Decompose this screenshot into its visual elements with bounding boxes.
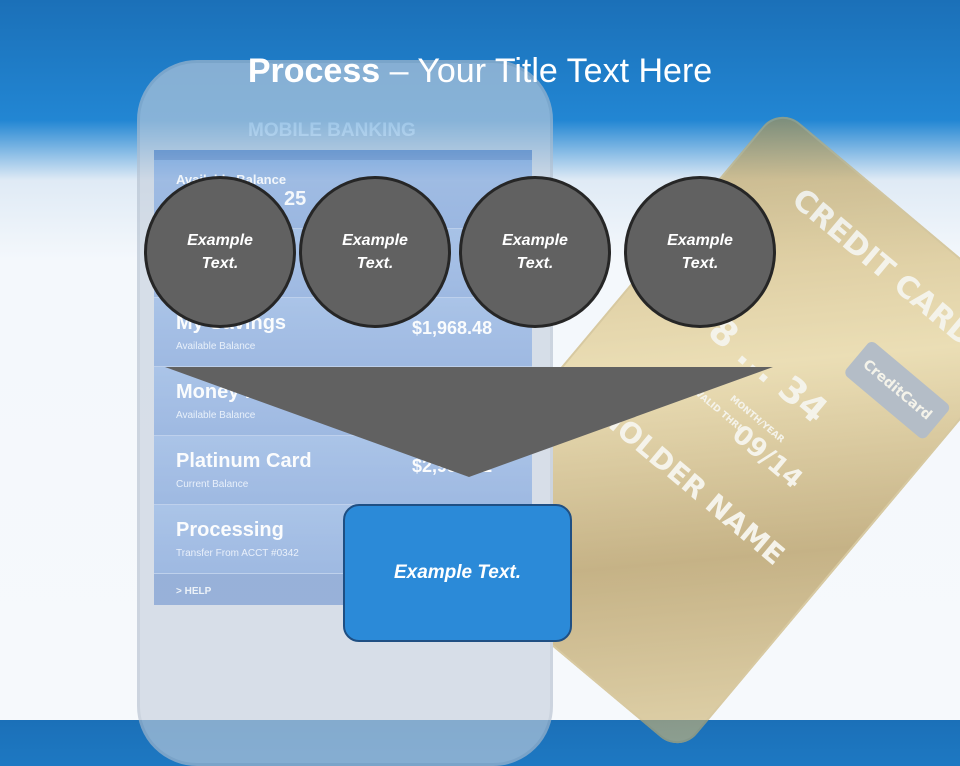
step-text-line1: Example [187,232,253,249]
account-row-amount: 25 [284,188,307,210]
result-box-text: Example Text. [393,562,522,583]
step-circle-text: Example Text. [320,229,430,275]
card-brand: CREDIT CARD [785,181,960,354]
account-row-subtitle: Available Balance [176,341,256,352]
help-link: > HELP [176,586,212,597]
app-header: MOBILE BANKING [248,120,416,141]
step-circle-2: Example Text. [299,176,451,328]
account-row-title: Processing [176,519,284,541]
step-circle-4: Example Text. [624,176,776,328]
funnel-arrow [165,367,773,477]
slide-title-rest: – Your Title Text Here [380,52,713,90]
step-circle-text: Example Text. [645,229,755,275]
step-text-line2: Text. [516,255,554,272]
account-row-subtitle: Available Balance [176,410,256,421]
step-text-line1: Example [667,232,733,249]
step-circle-1: Example Text. [144,176,296,328]
slide-title: Process – Your Title Text Here [0,52,960,91]
step-circle-text: Example Text. [165,229,275,275]
account-row-amount: $1,968.48 [412,318,493,338]
step-text-line1: Example [342,232,408,249]
step-text-line1: Example [502,232,568,249]
account-row-subtitle: Current Balance [176,479,249,490]
account-row-title: Platinum Card [176,450,312,472]
slide-title-bold: Process [247,52,381,90]
step-circle-text: Example Text. [480,229,590,275]
step-text-line2: Text. [356,255,394,272]
result-box: Example Text. [343,504,572,642]
step-text-line2: Text. [201,255,239,272]
account-row-subtitle: Transfer From ACCT #0342 [176,548,299,559]
step-circle-3: Example Text. [459,176,611,328]
card-logo: CreditCard [842,339,952,441]
step-text-line2: Text. [681,255,719,272]
